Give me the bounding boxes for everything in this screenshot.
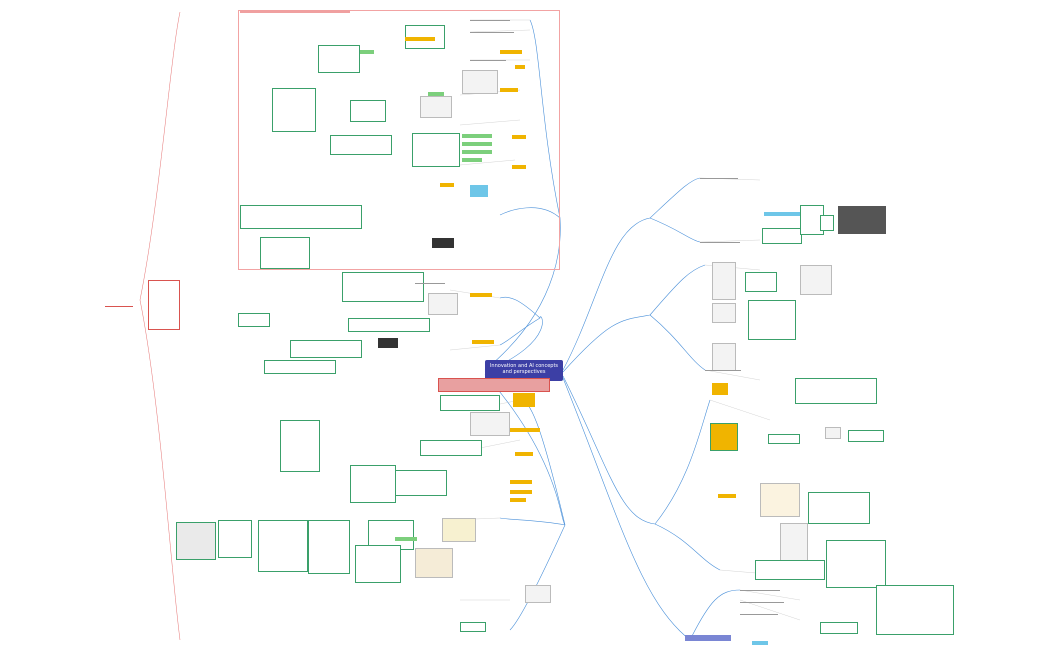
topic-tag[interactable] xyxy=(470,185,488,197)
note-box xyxy=(710,423,738,451)
topic-tag[interactable] xyxy=(515,65,525,69)
screenshot-thumbnail xyxy=(378,338,398,348)
diagram-thumbnail xyxy=(428,293,458,315)
topic-tag[interactable] xyxy=(395,537,417,541)
note-box xyxy=(848,430,884,442)
topic-tag[interactable] xyxy=(462,150,492,154)
note-box xyxy=(260,237,310,269)
note-box xyxy=(290,340,362,358)
note-box xyxy=(350,100,386,122)
diagram-thumbnail xyxy=(420,96,452,118)
connector-top-right xyxy=(562,217,651,371)
diagram-thumbnail xyxy=(780,523,808,561)
connector-lower-right xyxy=(562,377,691,641)
note-box xyxy=(238,313,270,327)
note-box xyxy=(348,318,430,332)
note-box xyxy=(808,492,870,524)
left-note-box xyxy=(148,280,180,330)
note-box xyxy=(440,395,500,411)
connector-bottom-left xyxy=(484,373,566,526)
frame-header-bar xyxy=(240,10,350,13)
note-box xyxy=(820,622,858,634)
topic-tag[interactable] xyxy=(512,135,526,139)
dark-note xyxy=(838,206,886,234)
note-box xyxy=(748,300,796,340)
note-box xyxy=(258,520,308,572)
note-box xyxy=(240,205,362,229)
topic-tag[interactable] xyxy=(685,635,731,641)
diagram-thumbnail xyxy=(712,303,736,323)
topic-tag[interactable] xyxy=(515,452,533,456)
screenshot-thumbnail xyxy=(432,238,454,248)
connector-mid-right xyxy=(562,314,651,373)
diagram-thumbnail xyxy=(442,518,476,542)
topic-tag[interactable] xyxy=(470,293,492,297)
topic-tag[interactable] xyxy=(440,183,454,187)
note-box xyxy=(768,434,800,444)
note-box xyxy=(395,470,447,496)
diagram-thumbnail xyxy=(462,70,498,94)
connector-top-left xyxy=(484,217,561,371)
note-box xyxy=(420,440,482,456)
note-box xyxy=(176,522,216,560)
note-box xyxy=(355,545,401,583)
note-box xyxy=(755,560,825,580)
note-box xyxy=(318,45,360,73)
note-box xyxy=(795,378,877,404)
topic-tag[interactable] xyxy=(513,393,535,407)
topic-tag[interactable] xyxy=(500,50,522,54)
topic-tag[interactable] xyxy=(752,641,768,645)
topic-tag[interactable] xyxy=(510,490,532,494)
topic-tag[interactable] xyxy=(512,165,526,169)
diagram-thumbnail xyxy=(525,585,551,603)
topic-tag[interactable] xyxy=(764,212,800,216)
note-box xyxy=(876,585,954,635)
topic-tag[interactable] xyxy=(360,50,374,54)
diagram-thumbnail xyxy=(712,343,736,371)
topic-tag[interactable] xyxy=(510,498,526,502)
topic-tag[interactable] xyxy=(462,158,482,162)
note-box xyxy=(826,540,886,588)
note-box xyxy=(308,520,350,574)
topic-tag[interactable] xyxy=(472,340,494,344)
note-box xyxy=(264,360,336,374)
note-box xyxy=(280,420,320,472)
note-box xyxy=(218,520,252,558)
note-box xyxy=(342,272,424,302)
note-box xyxy=(460,622,486,632)
diagram-thumbnail xyxy=(800,265,832,295)
diagram-thumbnail xyxy=(415,548,453,578)
diagram-thumbnail xyxy=(825,427,841,439)
note-box xyxy=(820,215,834,231)
note-box-red xyxy=(438,378,550,392)
topic-tag[interactable] xyxy=(500,88,518,92)
note-box xyxy=(762,228,802,244)
topic-tag[interactable] xyxy=(428,92,444,96)
topic-tag[interactable] xyxy=(462,142,492,146)
note-box xyxy=(412,133,460,167)
topic-tag[interactable] xyxy=(712,383,728,395)
topic-tag[interactable] xyxy=(405,37,435,41)
note-box xyxy=(272,88,316,132)
table-thumbnail xyxy=(712,262,736,300)
diagram-thumbnail xyxy=(470,412,510,436)
topic-tag[interactable] xyxy=(510,480,532,484)
central-topic[interactable]: Innovation and AI concepts and perspecti… xyxy=(485,360,563,381)
note-box xyxy=(330,135,392,155)
topic-tag[interactable] xyxy=(462,134,492,138)
highlight-frame xyxy=(238,10,560,270)
topic-tag[interactable] xyxy=(718,494,736,498)
note-box xyxy=(745,272,777,292)
connector-bottom-right xyxy=(562,375,656,525)
note-box xyxy=(350,465,396,503)
topic-tag[interactable] xyxy=(510,428,540,432)
diagram-thumbnail xyxy=(760,483,800,517)
